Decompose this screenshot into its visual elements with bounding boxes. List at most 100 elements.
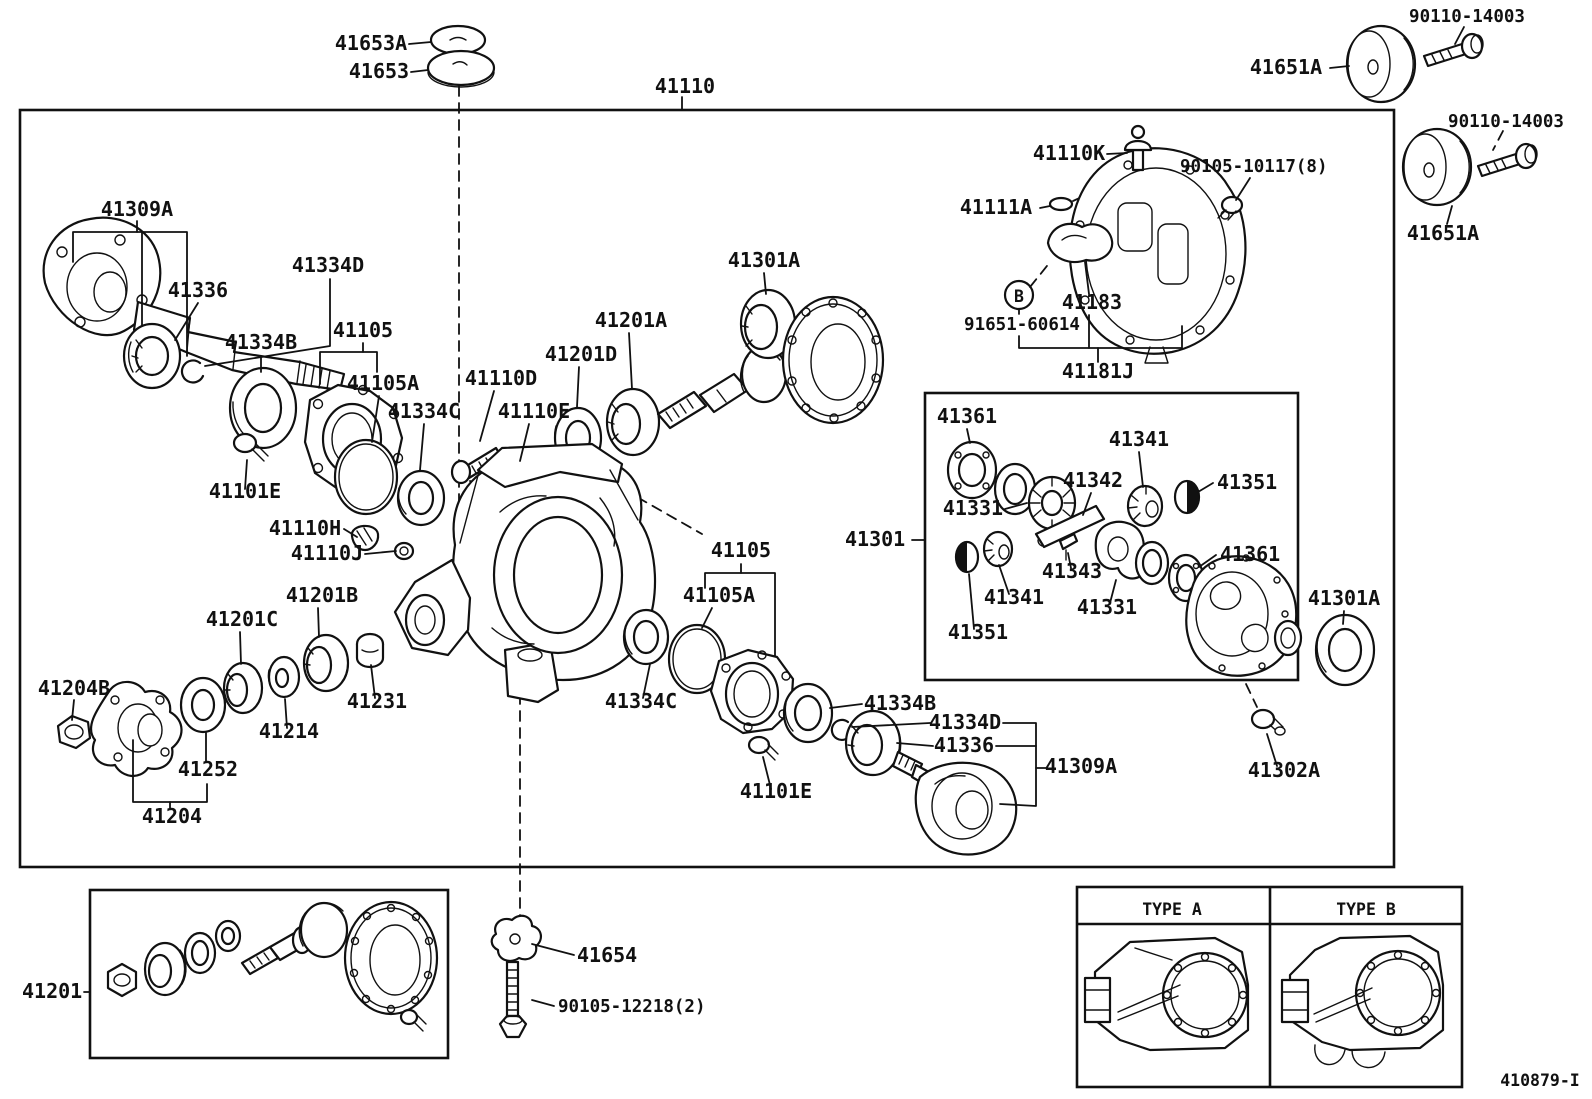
label-41343: 41343	[1042, 559, 1102, 583]
label-41110d: 41110D	[465, 366, 537, 390]
mount-bolt-2-drawing	[1476, 142, 1538, 178]
label-41110: 41110	[655, 74, 715, 98]
label-41301: 41301	[845, 527, 905, 551]
bearing-41201c-drawing	[222, 661, 264, 715]
side-gear-41331-a-drawing	[1027, 475, 1077, 531]
retainer-41105-bottom-drawing	[709, 648, 795, 735]
carrier-housing-drawing	[393, 442, 657, 704]
label-41336-1: 41336	[168, 278, 228, 302]
label-41204: 41204	[142, 804, 202, 828]
label-41110j: 41110J	[291, 541, 363, 565]
breather-41110k-drawing	[1123, 124, 1153, 172]
drawing-code: 410879-I	[1500, 1071, 1579, 1090]
label-41110h: 41110H	[269, 516, 341, 540]
ring-gear-drawing	[781, 295, 885, 425]
label-41214: 41214	[259, 719, 319, 743]
oring-41105a-left-drawing	[333, 438, 399, 516]
breather-cap-41183-drawing	[1046, 222, 1114, 264]
label-41105-2: 41105	[711, 538, 771, 562]
thrust-washer-41361-a-drawing	[946, 440, 998, 500]
label-41361-1: 41361	[937, 404, 997, 428]
label-41331-2: 41331	[1077, 595, 1137, 619]
bearing-41336-left-drawing	[122, 322, 182, 390]
label-90110-14003-2: 90110-14003	[1448, 112, 1564, 132]
label-41105-1: 41105	[333, 318, 393, 342]
label-41110e: 41110E	[498, 399, 570, 423]
label-41181j: 41181J	[1062, 359, 1134, 383]
label-41231: 41231	[347, 689, 407, 713]
label-91651-60614: 91651-60614	[964, 315, 1080, 335]
gasket-41110j-drawing	[393, 541, 415, 561]
label-41302a: 41302A	[1248, 758, 1320, 782]
label-callout-b: B	[1014, 287, 1024, 306]
label-41204b: 41204B	[38, 676, 110, 700]
bolt-41101e-left-drawing	[232, 432, 269, 462]
cover-bolt-drawing	[1217, 195, 1244, 221]
type-table	[1075, 885, 1464, 1089]
label-41654: 41654	[577, 943, 637, 967]
label-41201c: 41201C	[206, 607, 278, 631]
pinion-shaft-41342-drawing	[1034, 504, 1106, 549]
seal-41334c-left-drawing	[396, 469, 446, 527]
label-41301a-1: 41301A	[728, 248, 800, 272]
washer-41252-drawing	[179, 676, 227, 734]
breather-plug-drawing	[426, 24, 496, 88]
differential-case-drawing	[1185, 554, 1303, 677]
bolt-90105-12218-drawing	[498, 960, 528, 1039]
type-a-carrier-drawing	[1083, 936, 1250, 1052]
cushion-mount-2-drawing	[1401, 127, 1473, 207]
label-41309a-1: 41309A	[101, 197, 173, 221]
label-41201a: 41201A	[595, 308, 667, 332]
label-41336-2: 41336	[934, 733, 994, 757]
table-header-type-a: TYPE A	[1142, 900, 1202, 919]
washer-41214-drawing	[267, 655, 301, 699]
straight-pin-drawing	[1048, 196, 1074, 212]
label-41651a-2: 41651A	[1407, 221, 1479, 245]
label-41653: 41653	[349, 59, 409, 83]
side-gear-shaft-right-drawing	[891, 750, 1018, 856]
label-41351-1: 41351	[1217, 470, 1277, 494]
nut-41204b-drawing	[56, 714, 92, 750]
label-41105a-2: 41105A	[683, 583, 755, 607]
lock-plate-41654-drawing	[490, 914, 542, 962]
label-90105-12218: 90105-12218(2)	[558, 997, 706, 1017]
bearing-41301a-upper-drawing	[739, 288, 797, 360]
spacer-41231-drawing	[355, 632, 385, 669]
plug-41110h-drawing	[350, 524, 380, 552]
label-41653a: 41653A	[335, 31, 407, 55]
pinion-kit-parts-drawing	[106, 900, 439, 1032]
label-41342: 41342	[1063, 468, 1123, 492]
pinion-kit-box	[88, 888, 450, 1060]
drive-pinion-drawing	[656, 344, 788, 430]
label-41309a-2: 41309A	[1045, 754, 1117, 778]
label-41252: 41252	[178, 757, 238, 781]
seal-41334b-bottom-drawing	[782, 682, 834, 744]
thrust-washer-41351-b-drawing	[954, 540, 980, 574]
cushion-mount-1-drawing	[1345, 24, 1417, 104]
rear-cover-drawing	[1068, 147, 1247, 364]
differential-case-kit-box	[923, 391, 1300, 682]
label-90105-10117: 90105-10117(8)	[1180, 157, 1328, 177]
table-header-type-b: TYPE B	[1336, 900, 1396, 919]
bearing-41201b-drawing	[302, 633, 350, 693]
type-b-carrier-drawing	[1280, 934, 1445, 1069]
bearing-41201a-drawing	[605, 387, 661, 457]
label-41334c-2: 41334C	[605, 689, 677, 713]
label-41334b-2: 41334B	[864, 691, 936, 715]
washer-ring-b-drawing	[1134, 540, 1170, 586]
bolt-41101e-bottom-drawing	[747, 735, 779, 761]
pin-41343-drawing	[1058, 532, 1079, 561]
label-41201b: 41201B	[286, 583, 358, 607]
flange-41204-drawing	[89, 680, 183, 777]
side-gear-shaft-left-drawing	[42, 216, 346, 392]
snap-ring-left-drawing	[180, 359, 205, 384]
label-41341-2: 41341	[984, 585, 1044, 609]
pinion-gear-41341-a-drawing	[1126, 484, 1164, 528]
label-41105a-1: 41105A	[347, 371, 419, 395]
label-90110-14003-1: 90110-14003	[1409, 7, 1525, 27]
main-assembly-box	[18, 108, 1396, 869]
label-41201: 41201	[22, 979, 82, 1003]
label-41111a: 41111A	[960, 195, 1032, 219]
